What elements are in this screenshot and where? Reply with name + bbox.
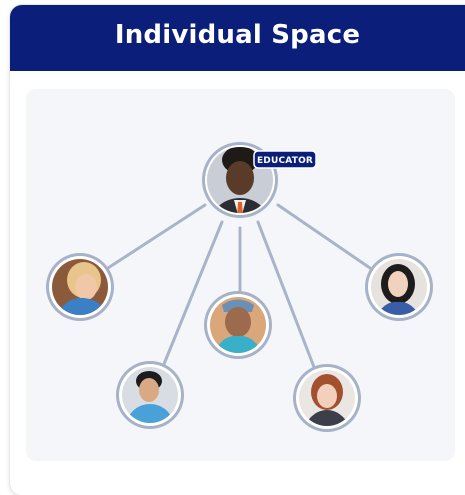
connector-educator-student-1 bbox=[106, 203, 207, 270]
connector-educator-student-5 bbox=[256, 220, 316, 369]
student-avatar-2 bbox=[204, 291, 272, 359]
card-header: Individual Space bbox=[10, 5, 465, 71]
educator-student-network: EDUCATOR bbox=[46, 142, 433, 432]
card-title: Individual Space bbox=[114, 20, 361, 50]
student-avatar-3 bbox=[365, 253, 433, 321]
student-avatar-1 bbox=[46, 253, 114, 321]
connector-educator-student-4 bbox=[162, 220, 224, 366]
educator-badge-label: EDUCATOR bbox=[257, 156, 313, 166]
student-avatar-5 bbox=[293, 364, 361, 432]
educator-badge: EDUCATOR bbox=[253, 150, 317, 169]
student-avatar-4 bbox=[116, 361, 184, 429]
connector-educator-student-3 bbox=[276, 203, 372, 270]
